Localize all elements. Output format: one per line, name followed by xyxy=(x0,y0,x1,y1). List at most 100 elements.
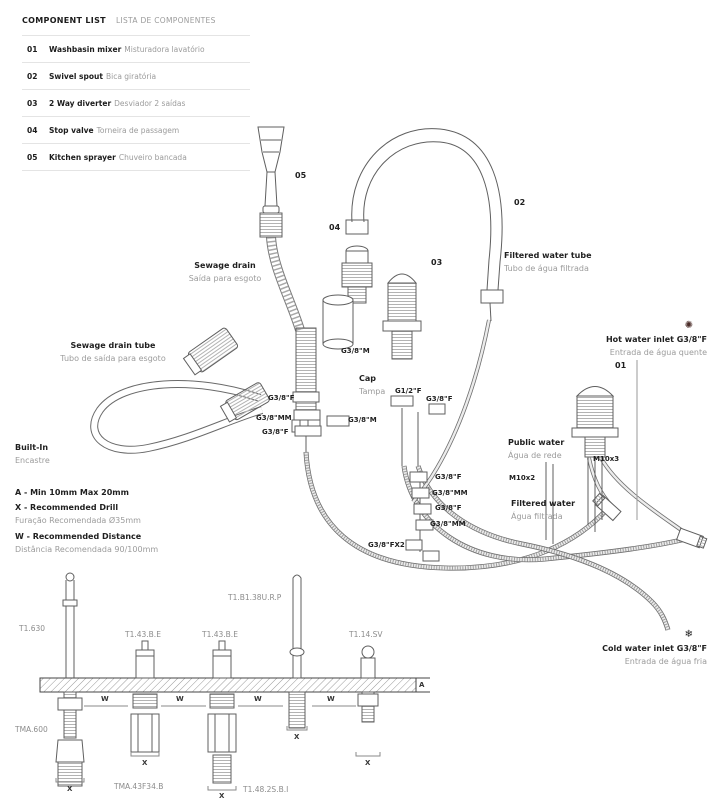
component-number: 04 xyxy=(27,125,38,135)
component-name-pt: Bica giratória xyxy=(105,71,157,81)
fitting-label-g38f: G3/8"F xyxy=(426,395,453,403)
filtered-water-tube-label: Filtered water tube Tubo de água filtrad… xyxy=(504,250,592,276)
sewage-drain-tube-drawing xyxy=(90,380,264,454)
note-x: X - Recommended Drill Furação Recomendad… xyxy=(15,502,141,528)
part-code-tma600: TMA.600 xyxy=(15,725,48,734)
washbasin-mixer-drawing xyxy=(571,386,619,532)
dim-w-label: W xyxy=(327,695,335,703)
part-code-t114sv: T1.14.SV xyxy=(349,630,383,639)
fitting-label-g38f: G3/8"F xyxy=(435,504,462,512)
note-w-pt: Distância Recomendada 90/100mm xyxy=(15,544,159,554)
hot-water-icon: ✺ xyxy=(684,320,693,331)
fitting-label-g38f: G3/8"F xyxy=(262,428,289,436)
fitting-label-g38mm: G3/8"MM xyxy=(256,414,292,422)
component-number: 05 xyxy=(27,152,38,162)
part-code-t1b138urp: T1.B1.38U.R.P xyxy=(228,593,282,602)
component-list-subtitle: LISTA DE COMPONENTES xyxy=(115,16,216,25)
filtered-water-en: Filtered water xyxy=(511,499,576,508)
component-list-title: COMPONENT LIST xyxy=(22,16,106,25)
part-t143be-2-drawing xyxy=(209,640,235,709)
filtered-water-pt: Água filtrada xyxy=(511,511,563,521)
note-x-pt: Furação Recomendada Ø35mm xyxy=(15,515,141,525)
sprayer-hose-drawing xyxy=(266,236,305,332)
part-t1482sbi-drawing xyxy=(207,713,237,784)
part-code-t143be: T1.43.B.E xyxy=(202,630,238,639)
fitting-label-g38mm: G3/8"MM xyxy=(432,489,468,497)
component-number: 02 xyxy=(27,71,38,81)
part-code-t1630: T1.630 xyxy=(19,624,46,633)
fitting-label-g38mm: G3/8"MM xyxy=(430,520,466,528)
callout-02: 02 xyxy=(514,198,526,207)
dim-w-label: W xyxy=(176,695,184,703)
note-w: W - Recommended Distance Distância Recom… xyxy=(15,531,158,557)
part-t1630-drawing xyxy=(57,572,83,739)
cap-drawing xyxy=(322,294,354,350)
component-name-pt: Chuveiro bancada xyxy=(118,152,187,162)
dim-w-label: W xyxy=(101,695,109,703)
component-name-en: Kitchen sprayer xyxy=(49,152,116,162)
part-code-tma43f34b: TMA.43F34.B xyxy=(114,782,164,791)
callout-03: 03 xyxy=(431,258,443,267)
hose-end-fitting-drawing xyxy=(592,492,708,549)
sewage-drain-tube-pt: Tubo de saída para esgoto xyxy=(60,353,166,363)
filtered-water-tube-pt: Tubo de água filtrada xyxy=(504,263,589,273)
component-name-en: 2 Way diverter xyxy=(49,98,112,108)
sewage-drain-pt: Saída para esgoto xyxy=(188,273,262,283)
public-water-en: Public water xyxy=(508,438,565,447)
fitting-label-g38m: G3/8"M xyxy=(341,347,370,355)
sewage-drain-tube-label: Sewage drain tube Tubo de saída para esg… xyxy=(33,340,193,366)
hot-water-inlet-en: Hot water inlet G3/8"F xyxy=(605,335,707,344)
sewage-drain-en: Sewage drain xyxy=(194,261,256,270)
component-name-en: Stop valve xyxy=(49,125,94,135)
component-number: 03 xyxy=(27,98,38,108)
fitting-label-g38f: G3/8"F xyxy=(435,473,462,481)
fitting-label-g38f: G3/8"F xyxy=(268,394,295,402)
dim-x-label: X xyxy=(67,785,73,793)
public-water-label: Public water Água de rede xyxy=(508,437,564,463)
cold-water-icon: ❄ xyxy=(684,629,693,640)
dim-x-label: X xyxy=(219,792,225,800)
cap-pt: Tampa xyxy=(359,386,386,396)
dim-a-label: A xyxy=(419,681,425,689)
component-list-header: COMPONENT LIST LISTA DE COMPONENTES xyxy=(22,8,250,27)
part-t1b138urp-drawing xyxy=(288,574,306,729)
sewage-drain-label: Sewage drain Saída para esgoto xyxy=(160,260,290,286)
part-t114sv-drawing xyxy=(357,645,379,723)
note-x-en: X - Recommended Drill xyxy=(15,503,119,512)
fitting-nuts-drawing xyxy=(292,391,446,562)
component-name-en: Washbasin mixer xyxy=(49,44,122,54)
built-in-label: Built-In Encastre xyxy=(15,442,50,468)
public-water-pt: Água de rede xyxy=(508,450,562,460)
sewage-drain-fittings-drawing xyxy=(182,327,270,423)
kitchen-sprayer-drawing xyxy=(257,126,285,238)
built-in-pt: Encastre xyxy=(15,455,50,465)
dim-x-label: X xyxy=(294,733,300,741)
dim-x-label: X xyxy=(365,759,371,767)
part-code-t1482sbi: T1.48.2S.B.I xyxy=(243,785,289,794)
component-name-pt: Desviador 2 saídas xyxy=(114,98,186,108)
dim-w-label: W xyxy=(254,695,262,703)
component-number: 01 xyxy=(27,44,38,54)
hot-water-inlet-label: ✺ Hot water inlet G3/8"F Entrada de água… xyxy=(606,318,707,360)
component-name-pt: Torneira de passagem xyxy=(96,125,180,135)
countertop-drawing xyxy=(39,677,430,693)
callout-01: 01 xyxy=(615,361,627,370)
callout-05: 05 xyxy=(295,171,307,180)
fitting-label-g38fx2: G3/8"FX2 xyxy=(368,541,405,549)
sewage-drain-tube-en: Sewage drain tube xyxy=(70,341,156,350)
filtered-water-label: Filtered water Água filtrada xyxy=(511,498,575,524)
part-tma600-drawing xyxy=(55,739,85,787)
cold-water-inlet-en: Cold water inlet G3/8"F xyxy=(602,644,707,653)
dim-x-label: X xyxy=(142,759,148,767)
fitting-label-g38m: G3/8"M xyxy=(348,416,377,424)
two-way-diverter-drawing xyxy=(382,273,422,360)
cap-en: Cap xyxy=(359,374,376,383)
stop-valve-drawing xyxy=(341,245,373,304)
fitting-label-g12f: G1/2"F xyxy=(395,387,422,395)
component-name-en: Swivel spout xyxy=(49,71,103,81)
note-w-en: W - Recommended Distance xyxy=(15,532,142,541)
